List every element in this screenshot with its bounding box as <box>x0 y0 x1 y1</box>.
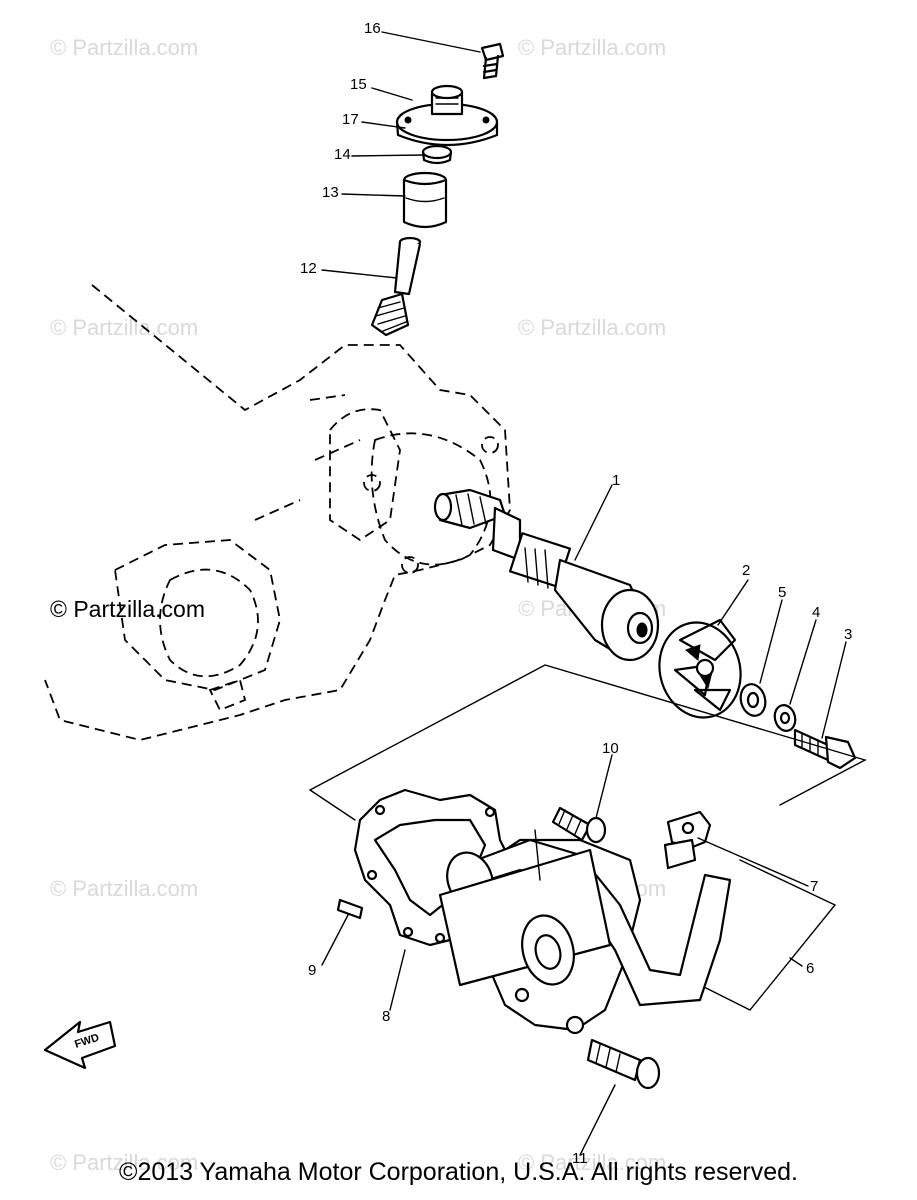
part-2-impeller <box>658 618 742 719</box>
callout-14: 14 <box>334 146 351 163</box>
callout-11: 11 <box>572 1150 588 1167</box>
watermark: © Partzilla.com <box>50 315 199 340</box>
watermark: © Partzilla.com <box>50 1150 199 1175</box>
part-3-bolt <box>793 728 857 770</box>
callout-16: 16 <box>364 20 381 37</box>
callout-7: 7 <box>810 878 819 895</box>
copyright-notice: ©2013 Yamaha Motor Corporation, U.S.A. A… <box>119 1158 798 1186</box>
fwd-arrow-icon: FWD <box>43 1020 117 1070</box>
part-9-dowel-pin <box>336 898 364 920</box>
callout-1: 1 <box>612 472 621 489</box>
part-12-gear-shaft <box>370 236 422 337</box>
part-1-impeller-shaft <box>433 488 660 662</box>
callout-9: 9 <box>308 962 317 979</box>
part-13-bushing <box>402 171 448 229</box>
callout-10: 10 <box>602 740 619 757</box>
engine-case-outline <box>44 284 511 741</box>
part-16-screw <box>480 42 505 80</box>
callout-4: 4 <box>812 604 821 621</box>
callout-15: 15 <box>350 76 367 93</box>
part-11-bolt <box>586 1038 661 1090</box>
callout-5: 5 <box>778 584 787 601</box>
callout-8: 8 <box>382 1008 391 1025</box>
watermark: © Partzilla.com <box>518 315 667 340</box>
callout-6: 6 <box>806 960 815 977</box>
callout-3: 3 <box>844 626 853 643</box>
callout-2: 2 <box>742 562 751 579</box>
callout-12: 12 <box>300 260 317 277</box>
callout-17: 17 <box>342 111 359 128</box>
watermark: © Partzilla.com <box>50 876 199 901</box>
part-7-fitting <box>663 810 712 870</box>
watermark: © Partzilla.com <box>518 1150 667 1175</box>
leader-lines <box>321 31 847 1156</box>
part-6-hose <box>438 838 732 1007</box>
part-5-washer <box>739 683 767 717</box>
part-4-washer <box>773 704 797 732</box>
watermark: © Partzilla.com <box>518 35 667 60</box>
part-15-housing <box>395 84 499 147</box>
bracket-part-6 <box>309 664 867 1011</box>
watermark: © Partzilla.com <box>50 596 205 622</box>
part-14-seal <box>421 144 453 165</box>
callout-13: 13 <box>322 184 339 201</box>
watermark: © Partzilla.com <box>50 35 199 60</box>
